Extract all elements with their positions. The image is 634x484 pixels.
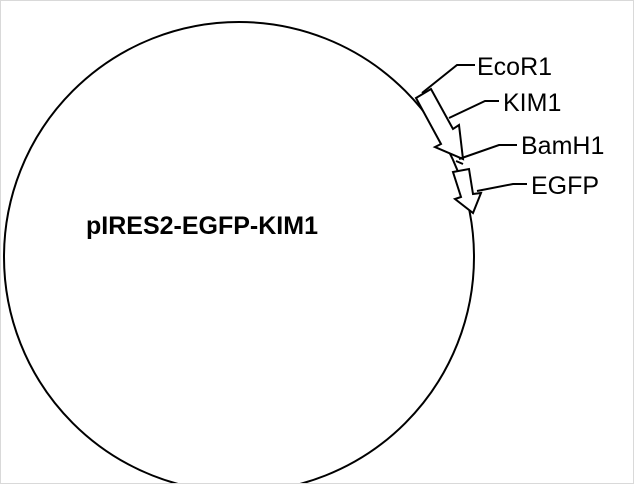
kim1-gene-arrow	[414, 87, 465, 161]
bamh1-leader-line	[458, 144, 517, 160]
plasmid-backbone-circle	[3, 21, 475, 483]
bamh1-label: BamH1	[521, 132, 604, 160]
egfp-leader-line	[476, 183, 527, 192]
kim1-leader-line	[448, 100, 499, 119]
egfp-label: EGFP	[531, 172, 599, 200]
egfp-gene-arrow	[451, 167, 483, 215]
ecor1-leader-line	[421, 64, 475, 94]
ecor1-label: EcoR1	[477, 53, 552, 81]
kim1-label: KIM1	[503, 89, 561, 117]
junction-tick	[455, 160, 464, 165]
plasmid-name-title: pIRES2-EGFP-KIM1	[86, 212, 318, 240]
